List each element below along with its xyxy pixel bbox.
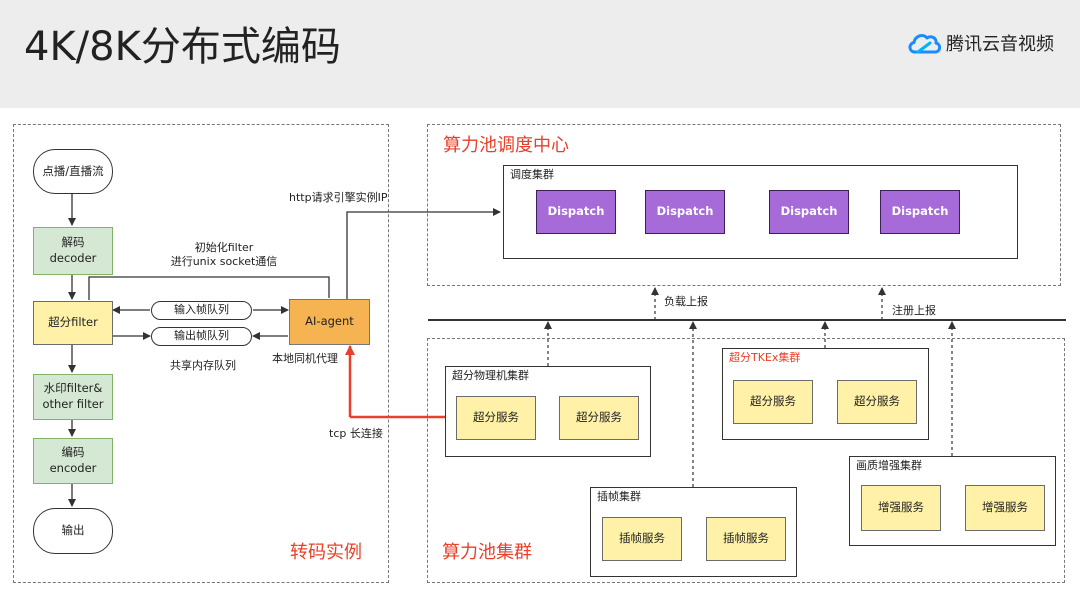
- enhance-cluster-label: 画质增强集群: [856, 459, 922, 472]
- input-frame-queue: 输入帧队列: [151, 301, 252, 320]
- sr-physical-cluster-label: 超分物理机集群: [452, 369, 529, 382]
- brand-logo: 腾讯云音视频: [906, 30, 1054, 56]
- sr-service-node: 超分服务: [456, 396, 536, 440]
- encoder-node: 编码 encoder: [33, 438, 113, 484]
- scheduler-center-region: [427, 124, 1061, 286]
- sr-filter-node: 超分filter: [33, 301, 113, 345]
- compute-pool-region: [427, 338, 1065, 583]
- watermark-filter-node: 水印filter& other filter: [33, 374, 113, 420]
- output-frame-queue: 输出帧队列: [151, 327, 252, 346]
- sr-tke-cluster-label: 超分TKEx集群: [729, 351, 801, 364]
- scheduler-region-label: 算力池调度中心: [443, 135, 569, 156]
- tcp-connection-note: tcp 长连接: [329, 427, 383, 440]
- sr-service-node: 超分服务: [837, 380, 917, 424]
- dispatch-node: Dispatch: [536, 190, 616, 234]
- brand-name: 腾讯云音视频: [946, 34, 1054, 55]
- init-filter-note: 初始化filter 进行unix socket通信: [170, 241, 278, 269]
- enhance-service-node: 增强服务: [861, 485, 941, 531]
- load-report-label: 负载上报: [664, 295, 708, 308]
- source-stream-node: 点播/直播流: [33, 149, 113, 194]
- dispatch-node: Dispatch: [769, 190, 849, 234]
- http-request-note: http请求引擎实例IP: [289, 191, 388, 204]
- frame-interp-cluster-label: 插帧集群: [597, 490, 641, 503]
- register-report-label: 注册上报: [892, 304, 936, 317]
- sr-service-node: 超分服务: [559, 396, 639, 440]
- transcode-region-label: 转码实例: [290, 542, 362, 563]
- local-proxy-note: 本地同机代理: [272, 352, 338, 365]
- cloud-icon: [908, 34, 942, 54]
- enhance-service-node: 增强服务: [965, 485, 1045, 531]
- shared-memory-note: 共享内存队列: [170, 359, 236, 372]
- header-bar: [0, 0, 1080, 108]
- decoder-node: 解码 decoder: [33, 227, 113, 275]
- dispatch-node: Dispatch: [880, 190, 960, 234]
- page-title: 4K/8K分布式编码: [24, 24, 341, 70]
- frame-interp-service-node: 插帧服务: [706, 517, 786, 561]
- frame-interp-service-node: 插帧服务: [602, 517, 682, 561]
- pool-region-label: 算力池集群: [442, 542, 532, 563]
- transcode-instance-region: [13, 124, 389, 583]
- ai-agent-node: AI-agent: [289, 299, 370, 345]
- dispatch-node: Dispatch: [645, 190, 725, 234]
- output-node: 输出: [33, 508, 113, 554]
- dispatch-cluster-label: 调度集群: [510, 168, 554, 181]
- sr-service-node: 超分服务: [733, 380, 813, 424]
